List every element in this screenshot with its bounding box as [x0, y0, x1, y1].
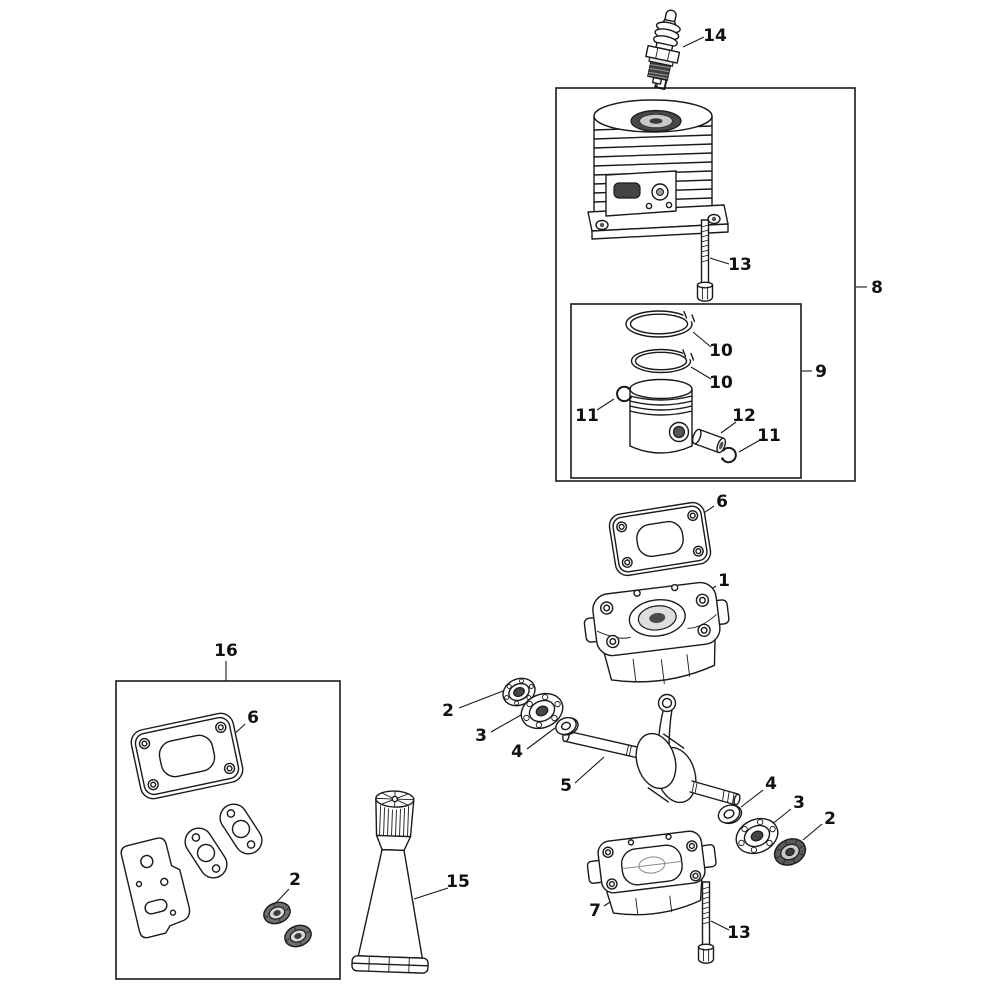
washer-right	[717, 804, 743, 825]
exhaust-port	[613, 182, 641, 199]
callout-cylinder-box: 8	[871, 278, 883, 298]
piston-ring-top	[625, 310, 697, 338]
sealant-tube	[351, 790, 429, 974]
seal-right	[773, 838, 807, 866]
leader-lines	[225, 36, 867, 931]
kit-oval-gasket-right	[219, 803, 263, 855]
crankcase-bolt	[697, 881, 715, 964]
cylinder	[587, 99, 729, 240]
piston-ring-bottom	[630, 348, 696, 374]
callout-cylinder-bolt: 13	[728, 255, 752, 275]
callout-crankcase-bolt: 13	[727, 923, 751, 943]
callout-kit-cylinder-gasket: 6	[247, 708, 259, 728]
callout-spark-plug: 14	[703, 26, 727, 46]
cylinder-gasket	[608, 501, 712, 577]
bearing-right	[735, 817, 779, 855]
callout-kit-seals: 2	[289, 870, 301, 890]
kit-seal-left	[263, 901, 291, 925]
crankshaft	[562, 693, 741, 806]
kit-oval-gasket-left	[184, 827, 228, 879]
callout-circlip-right: 11	[757, 426, 781, 446]
callout-piston-box: 9	[815, 362, 827, 382]
callout-washer-right: 4	[765, 774, 777, 794]
wrist-pin	[691, 428, 727, 454]
callout-wrist-pin: 12	[732, 406, 756, 426]
callout-crankcase-lower: 7	[589, 901, 601, 921]
spark-plug	[645, 9, 681, 90]
crankcase-lower	[586, 830, 717, 916]
washer-left	[555, 716, 579, 736]
piston	[629, 378, 693, 454]
callout-bearing-left: 3	[475, 726, 487, 746]
gasket-set-box	[115, 680, 341, 980]
callout-bearing-outer-left: 2	[442, 701, 454, 721]
callout-piston-ring-top: 10	[709, 341, 733, 361]
callout-sealant-tube: 15	[446, 872, 470, 892]
callout-piston-ring-bottom: 10	[709, 373, 733, 393]
bearing-left	[520, 692, 564, 730]
callout-circlip-left: 11	[575, 406, 599, 426]
callout-washer-left: 4	[511, 742, 523, 762]
callouts: 14 8 13 9 10 10 11 12 11 6 1 2 3 4 5 4 3…	[214, 26, 883, 943]
kit-cylinder-gasket	[130, 712, 244, 800]
piston-assembly-box	[570, 303, 802, 479]
callout-cylinder-gasket: 6	[716, 492, 728, 512]
callout-crankcase-upper: 1	[718, 571, 730, 591]
callout-seal-right: 2	[824, 809, 836, 829]
callout-gasket-set-box: 16	[214, 641, 238, 661]
cylinder-assembly-box	[555, 87, 856, 482]
cylinder-bolt	[696, 219, 714, 302]
crankcase-upper	[583, 581, 730, 685]
callout-bearing-right: 3	[793, 793, 805, 813]
bearing-outer-left	[502, 677, 536, 707]
kit-seal-right	[284, 924, 312, 948]
callout-crankshaft: 5	[560, 776, 572, 796]
circlip-left	[616, 385, 632, 403]
kit-carb-gasket	[120, 837, 191, 939]
